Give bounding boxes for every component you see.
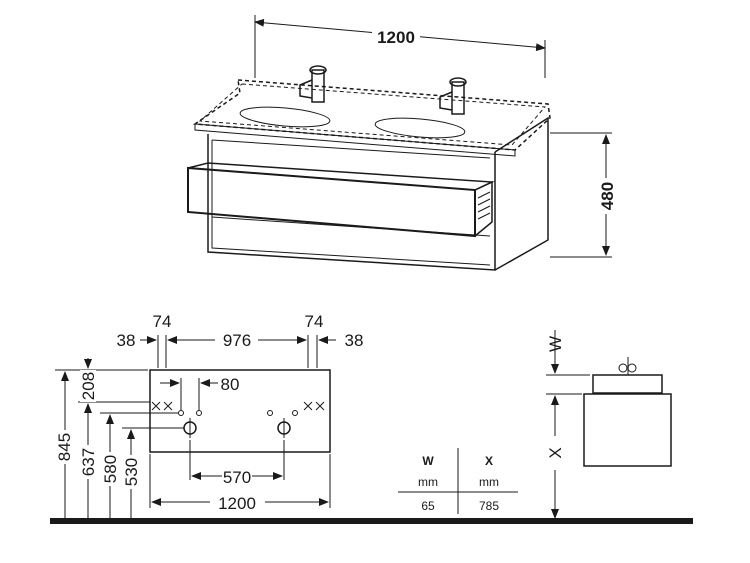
front-elevation: 38 74 976 74 38 80 570: [55, 312, 363, 518]
side-view: W X: [546, 330, 672, 519]
cabinet-body: [207, 116, 549, 271]
offset-74-right: 74: [305, 312, 324, 331]
side-cabinet: [583, 393, 672, 467]
cabinet-front: [149, 369, 331, 453]
height-530: 530: [122, 458, 141, 486]
margin-38-right: 38: [345, 331, 364, 350]
faucet-left: [299, 65, 327, 103]
height-580: 580: [101, 455, 120, 483]
basin-top: [192, 79, 551, 157]
vanity-unit-perspective: 1200: [187, 15, 617, 271]
margin-38-left: 38: [117, 331, 136, 350]
floor-line: [50, 518, 693, 524]
fixing-marks-left: [151, 401, 202, 438]
dimension-table: W X mm mm 65 785: [398, 448, 518, 514]
table-unit-w: mm: [418, 475, 438, 489]
width-dimension-top: 1200: [377, 28, 415, 47]
side-label-w: W: [546, 336, 565, 352]
table-header-w: W: [422, 454, 434, 468]
height-845: 845: [55, 433, 74, 461]
offset-74-left: 74: [153, 312, 172, 331]
height-637: 637: [79, 448, 98, 476]
faucet-right: [439, 77, 467, 115]
total-width-1200: 1200: [218, 494, 256, 513]
table-value-x: 785: [479, 499, 499, 513]
inner-width-976: 976: [223, 331, 251, 350]
offset-80: 80: [221, 375, 240, 394]
table-unit-x: mm: [479, 475, 499, 489]
table-header-x: X: [485, 454, 493, 468]
fixing-marks-right: [267, 401, 325, 438]
open-drawer: [187, 162, 495, 238]
side-basin: [592, 374, 663, 394]
hole-spacing-570: 570: [223, 468, 251, 487]
side-label-x: X: [546, 447, 565, 458]
offset-208: 208: [79, 372, 98, 400]
height-dimension-top: 480: [598, 182, 617, 210]
table-value-w: 65: [421, 499, 435, 513]
side-faucet: [618, 357, 637, 375]
